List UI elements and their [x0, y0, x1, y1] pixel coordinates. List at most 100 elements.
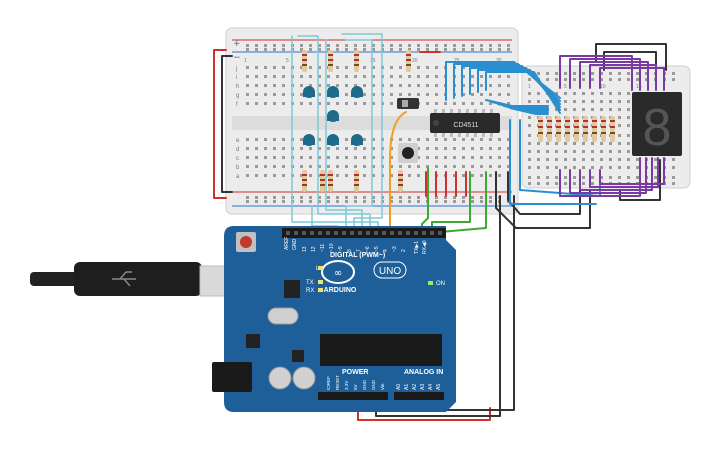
bb-hole	[363, 196, 366, 199]
digital-pin-hole[interactable]	[382, 231, 386, 235]
bb-hole	[408, 138, 411, 141]
ic-pin	[482, 109, 485, 113]
bb-hole	[390, 196, 393, 199]
led-group	[303, 86, 363, 146]
bb-hole	[489, 165, 492, 168]
resistor-band	[547, 126, 552, 128]
bb-hole	[363, 156, 366, 159]
digital-pin-hole[interactable]	[334, 231, 338, 235]
bb-hole	[372, 48, 375, 51]
bb-hole	[426, 66, 429, 69]
digital-pin-hole[interactable]	[422, 231, 426, 235]
ic-pin	[442, 109, 445, 113]
bb-hole	[462, 66, 465, 69]
small-bb-hole	[537, 182, 540, 185]
bb-hole	[255, 44, 258, 47]
small-bb-hole	[609, 158, 612, 161]
small-bb-hole	[672, 158, 675, 161]
led-base	[327, 140, 339, 145]
digital-pin-hole[interactable]	[430, 231, 434, 235]
resistor-band	[406, 54, 411, 56]
slide-switch-knob[interactable]	[402, 100, 408, 107]
small-bb-hole	[609, 150, 612, 153]
bb-hole	[363, 44, 366, 47]
resistor-band	[302, 184, 307, 186]
analog-pin-label: A2	[412, 384, 418, 390]
digital-pin-hole[interactable]	[374, 231, 378, 235]
analog-pin-label: A3	[420, 384, 426, 390]
resistor-band	[583, 126, 588, 128]
digital-pin-hole[interactable]	[342, 231, 346, 235]
small-bb-hole	[591, 182, 594, 185]
aref-label: AREF	[284, 237, 290, 250]
bb-col-label: 1	[244, 58, 247, 64]
digital-pin-hole[interactable]	[406, 231, 410, 235]
digital-pin-hole[interactable]	[366, 231, 370, 235]
arduino-model: UNO	[379, 266, 401, 277]
bb-hole	[336, 102, 339, 105]
led-base	[351, 92, 363, 97]
bb-hole	[426, 102, 429, 105]
small-bb-hole	[537, 92, 540, 95]
bb-hole	[318, 66, 321, 69]
bb-hole	[318, 147, 321, 150]
digital-pin-hole[interactable]	[350, 231, 354, 235]
small-bb-hole	[591, 176, 594, 179]
bb-hole	[390, 147, 393, 150]
bb-hole	[336, 84, 339, 87]
digital-pin-hole[interactable]	[302, 231, 306, 235]
push-button[interactable]	[398, 143, 418, 163]
reset-button-cap[interactable]	[240, 236, 252, 248]
bb-hole	[300, 165, 303, 168]
bb-hole	[435, 196, 438, 199]
bb-hole	[363, 93, 366, 96]
bb-hole	[372, 196, 375, 199]
bb-hole	[372, 174, 375, 177]
small-bb-hole	[636, 78, 639, 81]
digital-pin-hole[interactable]	[438, 231, 442, 235]
digital-pin-hole[interactable]	[318, 231, 322, 235]
small-bb-hole	[528, 78, 531, 81]
bb-hole	[453, 138, 456, 141]
bb-hole	[282, 165, 285, 168]
bb-hole	[408, 75, 411, 78]
small-bb-hole	[627, 78, 630, 81]
analog-pin-label: A4	[428, 384, 434, 390]
small-bb-hole	[564, 100, 567, 103]
bb-hole	[435, 147, 438, 150]
digital-pin-hole[interactable]	[326, 231, 330, 235]
led-base	[327, 92, 339, 97]
bb-hole	[417, 200, 420, 203]
digital-pin-hole[interactable]	[310, 231, 314, 235]
bb-hole	[426, 84, 429, 87]
digital-pin-hole[interactable]	[390, 231, 394, 235]
bb-hole	[372, 93, 375, 96]
bb-hole	[462, 48, 465, 51]
small-bb-hole	[573, 78, 576, 81]
small-bb-col-label: 1	[528, 84, 531, 90]
small-bb-hole	[546, 150, 549, 153]
resistor	[574, 116, 579, 142]
digital-pin-hole[interactable]	[286, 231, 290, 235]
bb-hole	[471, 75, 474, 78]
digital-pin-hole[interactable]	[414, 231, 418, 235]
digital-pin-hole[interactable]	[358, 231, 362, 235]
small-bb-hole	[627, 72, 630, 75]
bb-hole	[309, 102, 312, 105]
resistor-band	[583, 120, 588, 122]
small-bb-hole	[546, 78, 549, 81]
small-bb-hole	[672, 176, 675, 179]
digital-pin-hole[interactable]	[294, 231, 298, 235]
bb-hole	[444, 138, 447, 141]
bb-hole	[372, 66, 375, 69]
small-bb-hole	[564, 72, 567, 75]
small-bb-hole	[537, 158, 540, 161]
bb-hole	[282, 156, 285, 159]
small-bb-hole	[564, 108, 567, 111]
bb-hole	[417, 84, 420, 87]
small-bb-hole	[537, 72, 540, 75]
resistor-band	[556, 120, 561, 122]
digital-pin-hole[interactable]	[398, 231, 402, 235]
bb-hole	[363, 165, 366, 168]
